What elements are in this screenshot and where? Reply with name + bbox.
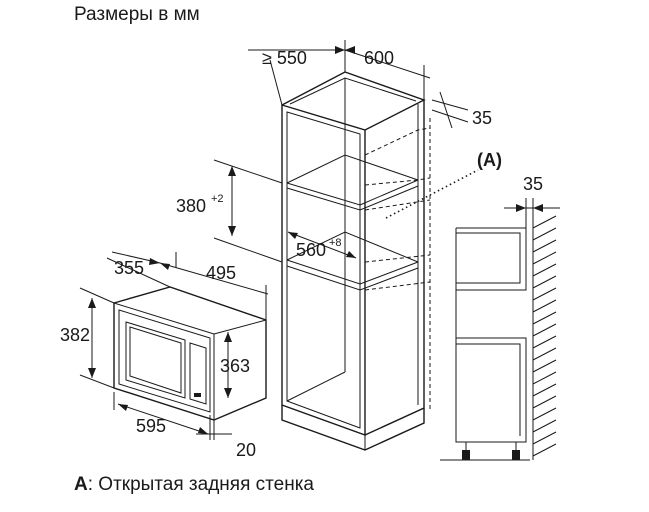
legend-letter: A [74, 474, 88, 495]
legend-caption: A: Открытая задняя стенка [74, 474, 314, 496]
oven-height-label: 382 [60, 325, 90, 345]
inner-height-label: 363 [220, 356, 250, 376]
shelf-width-label: 560 [296, 240, 326, 260]
tall-cabinet [213, 40, 479, 451]
microwave-oven [79, 251, 269, 440]
open-back-marker: (A) [477, 150, 502, 170]
oven-depth-label: 355 [114, 258, 144, 278]
diagram-title: Размеры в мм [74, 4, 200, 25]
shelf-width-tolerance: +8 [329, 237, 342, 249]
wall-gap-label: 35 [523, 174, 543, 194]
top-gap-label: 35 [472, 108, 492, 128]
legend-text: : Открытая задняя стенка [87, 474, 314, 495]
frame-depth-label: 20 [236, 440, 256, 460]
niche-depth-label: ≥ 550 [262, 48, 307, 68]
niche-height-tolerance: +2 [211, 193, 224, 205]
niche-height-label: 380 [176, 196, 206, 216]
oven-top-width-label: 495 [206, 263, 236, 283]
niche-width-label: 600 [364, 48, 394, 68]
oven-width-label: 595 [136, 416, 166, 436]
side-section [440, 198, 560, 461]
